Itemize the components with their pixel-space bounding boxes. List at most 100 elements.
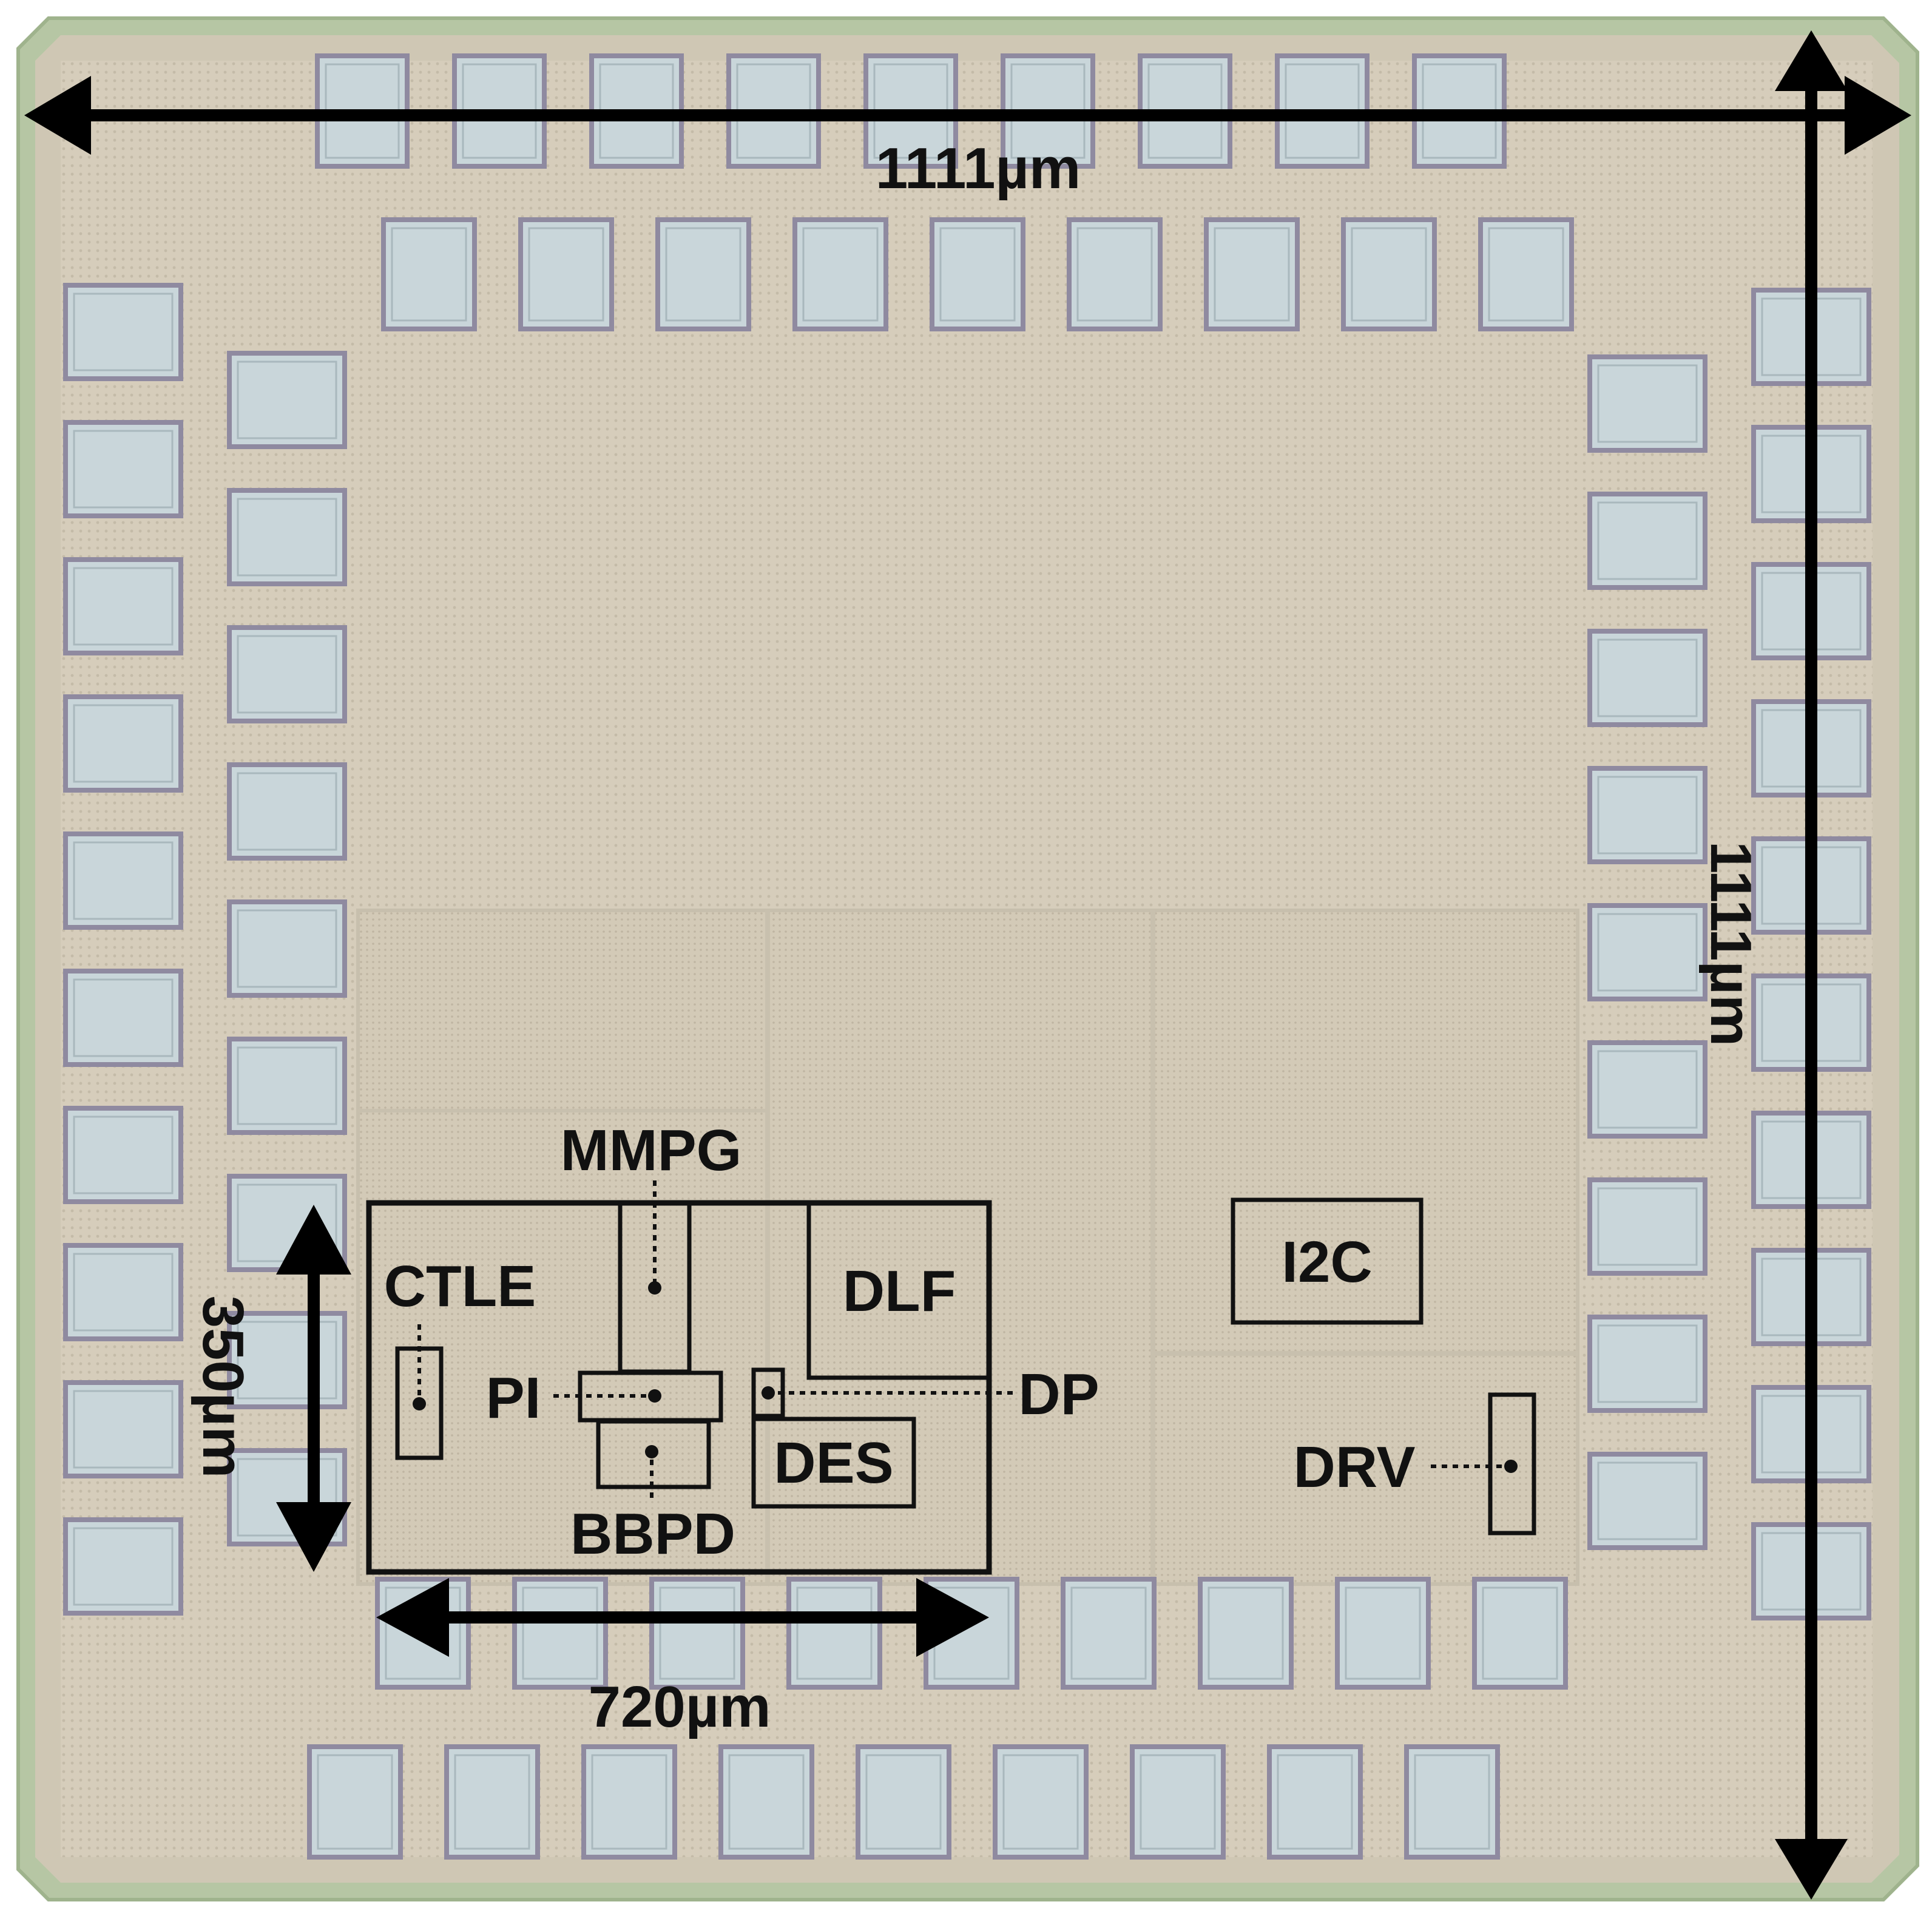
bond-pad-inner	[1208, 1586, 1284, 1680]
bond-pad	[227, 488, 347, 586]
bond-pad	[1478, 217, 1574, 331]
height-arrow	[1775, 30, 1848, 1900]
bond-pad	[1404, 1744, 1500, 1860]
bond-pad-inner	[1488, 227, 1564, 322]
bond-pad-inner	[802, 227, 879, 322]
bond-pad	[993, 1744, 1089, 1860]
bond-pad-inner	[73, 978, 174, 1057]
bond-pad-inner	[939, 227, 1016, 322]
bond-pad	[227, 1037, 347, 1135]
bond-pad	[63, 1106, 183, 1204]
bond-pad-inner	[665, 227, 741, 322]
bond-pad-inner	[1345, 1586, 1421, 1680]
bond-pad	[1061, 1577, 1157, 1690]
bond-pad	[63, 1243, 183, 1341]
bond-pad-inner	[1597, 1324, 1698, 1403]
bond-pad	[227, 1448, 347, 1546]
bond-pad-inner	[522, 1586, 598, 1680]
bond-pad-inner	[237, 909, 337, 988]
bond-pad	[512, 1577, 608, 1690]
bond-pad-inner	[1597, 638, 1698, 717]
bond-pad	[63, 694, 183, 793]
bond-pad	[227, 351, 347, 449]
mmpg-label: MMPG	[561, 1118, 742, 1183]
bond-pad	[718, 1744, 814, 1860]
bond-pad	[63, 969, 183, 1067]
bond-pad	[227, 762, 347, 861]
bond-pad-inner	[237, 1321, 337, 1400]
bond-pad-inner	[591, 1754, 667, 1850]
bond-pad	[63, 557, 183, 655]
bond-pad	[63, 283, 183, 381]
bond-pad	[63, 1380, 183, 1478]
bond-pad-inner	[1140, 1754, 1216, 1850]
bond-pad	[1587, 1177, 1707, 1276]
dp-block	[751, 1367, 1013, 1418]
core-width-arrow	[376, 1578, 989, 1657]
bond-pad-inner	[1070, 1586, 1147, 1680]
bond-pad	[518, 217, 614, 331]
bond-pad	[930, 217, 1025, 331]
bond-pad-inner	[1597, 1050, 1698, 1129]
bond-pad	[1067, 217, 1163, 331]
bond-pad-inner	[1597, 1461, 1698, 1540]
bond-pad	[1204, 217, 1300, 331]
bond-pad-inner	[454, 1754, 530, 1850]
bond-pad-inner	[73, 704, 174, 783]
bond-pad-inner	[391, 227, 467, 322]
bond-pad	[1587, 903, 1707, 1001]
bond-pad	[856, 1744, 951, 1860]
bond-pad-inner	[73, 1527, 174, 1606]
bond-pad	[381, 217, 477, 331]
core-region	[356, 909, 1579, 1586]
bond-pad-inner	[1597, 501, 1698, 580]
bond-pad	[63, 1517, 183, 1616]
bond-pad	[63, 420, 183, 518]
ctle-block	[395, 1324, 444, 1460]
bond-pad	[63, 831, 183, 930]
bond-pad-inner	[73, 430, 174, 509]
bond-pad	[792, 217, 888, 331]
bond-pad-inner	[796, 1586, 873, 1680]
bond-pad-inner	[73, 1116, 174, 1194]
bond-pad-inner	[73, 841, 174, 920]
bond-pad	[581, 1744, 677, 1860]
bond-pad-inner	[385, 1586, 461, 1680]
bond-pad	[1472, 1577, 1568, 1690]
bond-pad-inner	[1076, 227, 1153, 322]
bond-pad	[444, 1744, 540, 1860]
i2c-label: I2C	[1282, 1230, 1372, 1295]
bbpd-label: BBPD	[570, 1502, 735, 1566]
bond-pad	[1130, 1744, 1226, 1860]
bond-pad-inner	[1597, 913, 1698, 992]
bond-pad	[655, 217, 751, 331]
bond-pad	[786, 1577, 882, 1690]
bond-pad-inner	[1351, 227, 1427, 322]
bond-pad-inner	[237, 498, 337, 577]
dp-label: DP	[1018, 1362, 1099, 1427]
bbpd-block	[596, 1419, 711, 1500]
bond-pad	[1198, 1577, 1294, 1690]
bond-pad	[1587, 629, 1707, 727]
bond-pad-inner	[1597, 364, 1698, 443]
bond-pad	[307, 1744, 403, 1860]
bond-pad-inner	[73, 1253, 174, 1332]
des-label: DES	[774, 1431, 893, 1495]
bond-pad	[1587, 1452, 1707, 1550]
bond-pad-inner	[73, 1390, 174, 1469]
bond-pad-inner	[659, 1586, 735, 1680]
drv-block	[1431, 1392, 1536, 1535]
bond-pad-inner	[237, 361, 337, 439]
i2c-block	[1231, 1197, 1424, 1325]
drv-label: DRV	[1294, 1435, 1416, 1500]
core-width-label: 720µm	[589, 1674, 771, 1739]
bond-pad-inner	[728, 1754, 805, 1850]
pi-label: PI	[486, 1366, 541, 1431]
bond-pad-inner	[1597, 1187, 1698, 1266]
bond-pad	[1341, 217, 1437, 331]
bond-pad-inner	[73, 567, 174, 646]
bond-pad-inner	[1482, 1586, 1558, 1680]
dlf-block	[806, 1200, 991, 1380]
width-arrow	[24, 76, 1911, 155]
